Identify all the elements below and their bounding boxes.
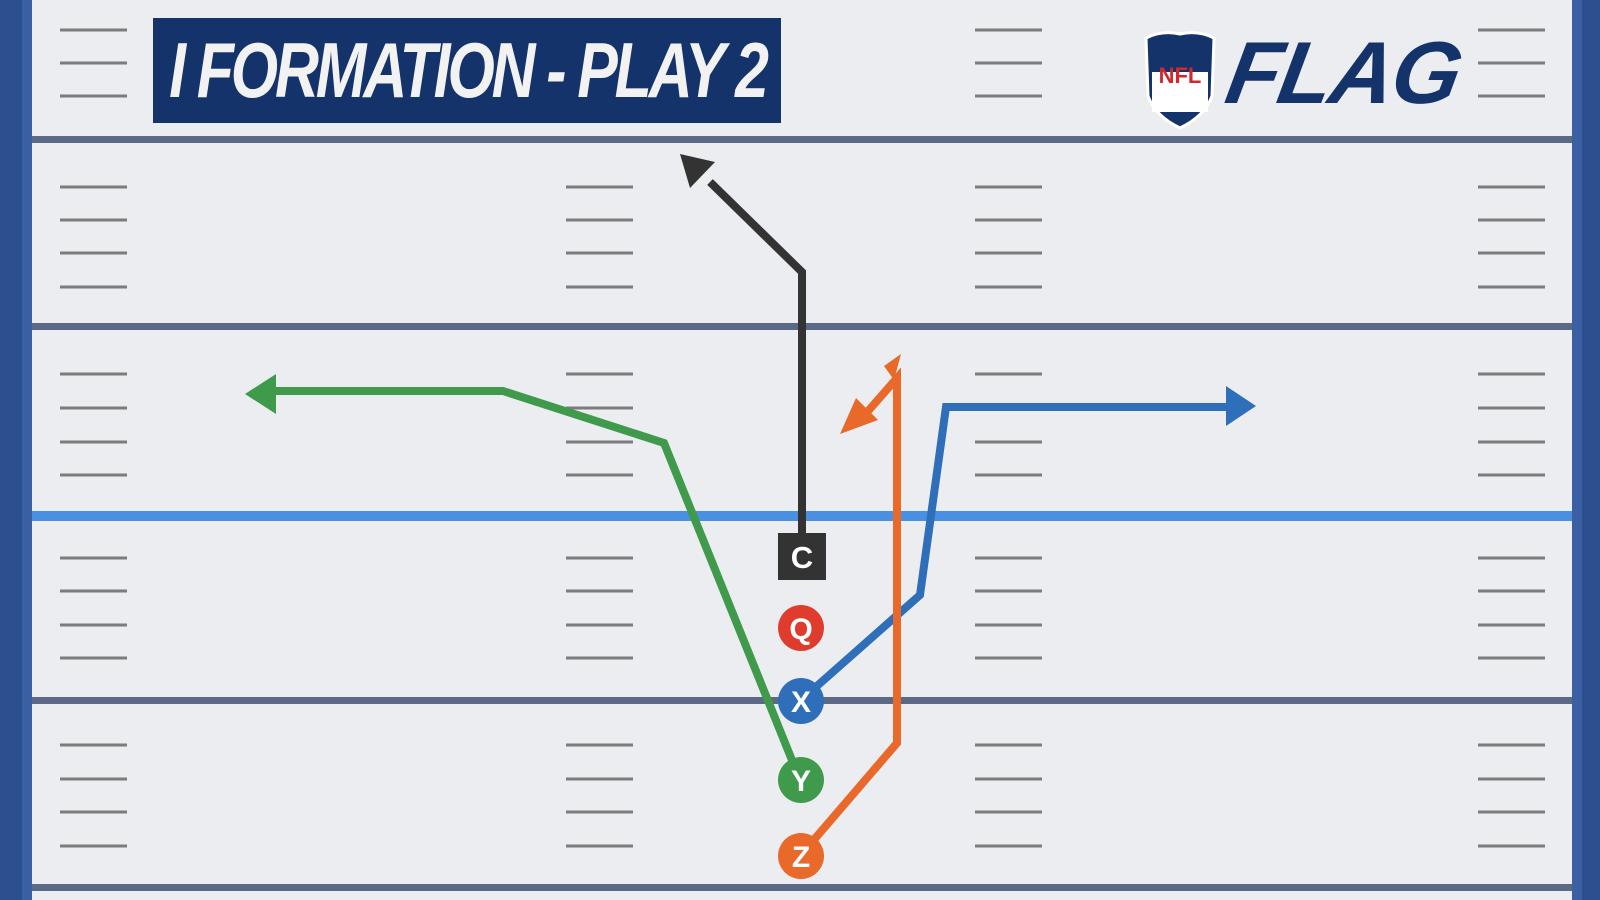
route-z-arrowhead-upper — [884, 354, 901, 380]
yard-line — [32, 136, 1572, 143]
title-banner: I FORMATION - PLAY 2 — [153, 18, 781, 123]
player-y-label: Y — [791, 765, 811, 798]
player-z-marker — [778, 833, 824, 879]
route-x — [797, 403, 1230, 704]
route-c-arrowhead — [680, 154, 715, 188]
route-z-arrowhead — [840, 398, 878, 434]
route-y-arrowhead — [245, 374, 276, 414]
player-quarterback: Q — [778, 605, 824, 651]
flag-wordmark: FLAG — [1219, 23, 1469, 122]
nfl-shield-field — [1152, 72, 1208, 112]
field-right-border — [1572, 0, 1582, 900]
nfl-shield-star-band — [1150, 40, 1210, 70]
route-z — [796, 367, 901, 859]
player-z-label: Z — [792, 841, 810, 874]
player-quarterback-marker — [778, 605, 824, 651]
player-y-marker — [778, 757, 824, 803]
page-title: I FORMATION - PLAY 2 — [168, 26, 769, 114]
player-x-label: X — [791, 686, 811, 719]
player-quarterback-label: Q — [789, 613, 812, 646]
player-center: C — [778, 533, 826, 580]
player-y: Y — [778, 757, 824, 803]
route-y — [272, 387, 804, 782]
players: C Q X Y Z — [778, 533, 826, 879]
yard-line — [32, 884, 1572, 891]
route-c — [707, 179, 806, 540]
player-center-label: C — [791, 540, 813, 575]
nfl-shield-icon — [1144, 31, 1216, 130]
player-z: Z — [778, 833, 824, 879]
field-left-border — [22, 0, 32, 900]
player-x: X — [778, 678, 824, 724]
nfl-shield-label: NFL — [1158, 63, 1202, 88]
hash-marks — [60, 28, 1545, 848]
player-center-marker — [778, 533, 826, 580]
player-x-marker — [778, 678, 824, 724]
route-x-arrowhead — [1226, 386, 1256, 426]
nfl-flag-logo: NFL FLAG — [1146, 22, 1469, 132]
routes — [245, 154, 1256, 859]
